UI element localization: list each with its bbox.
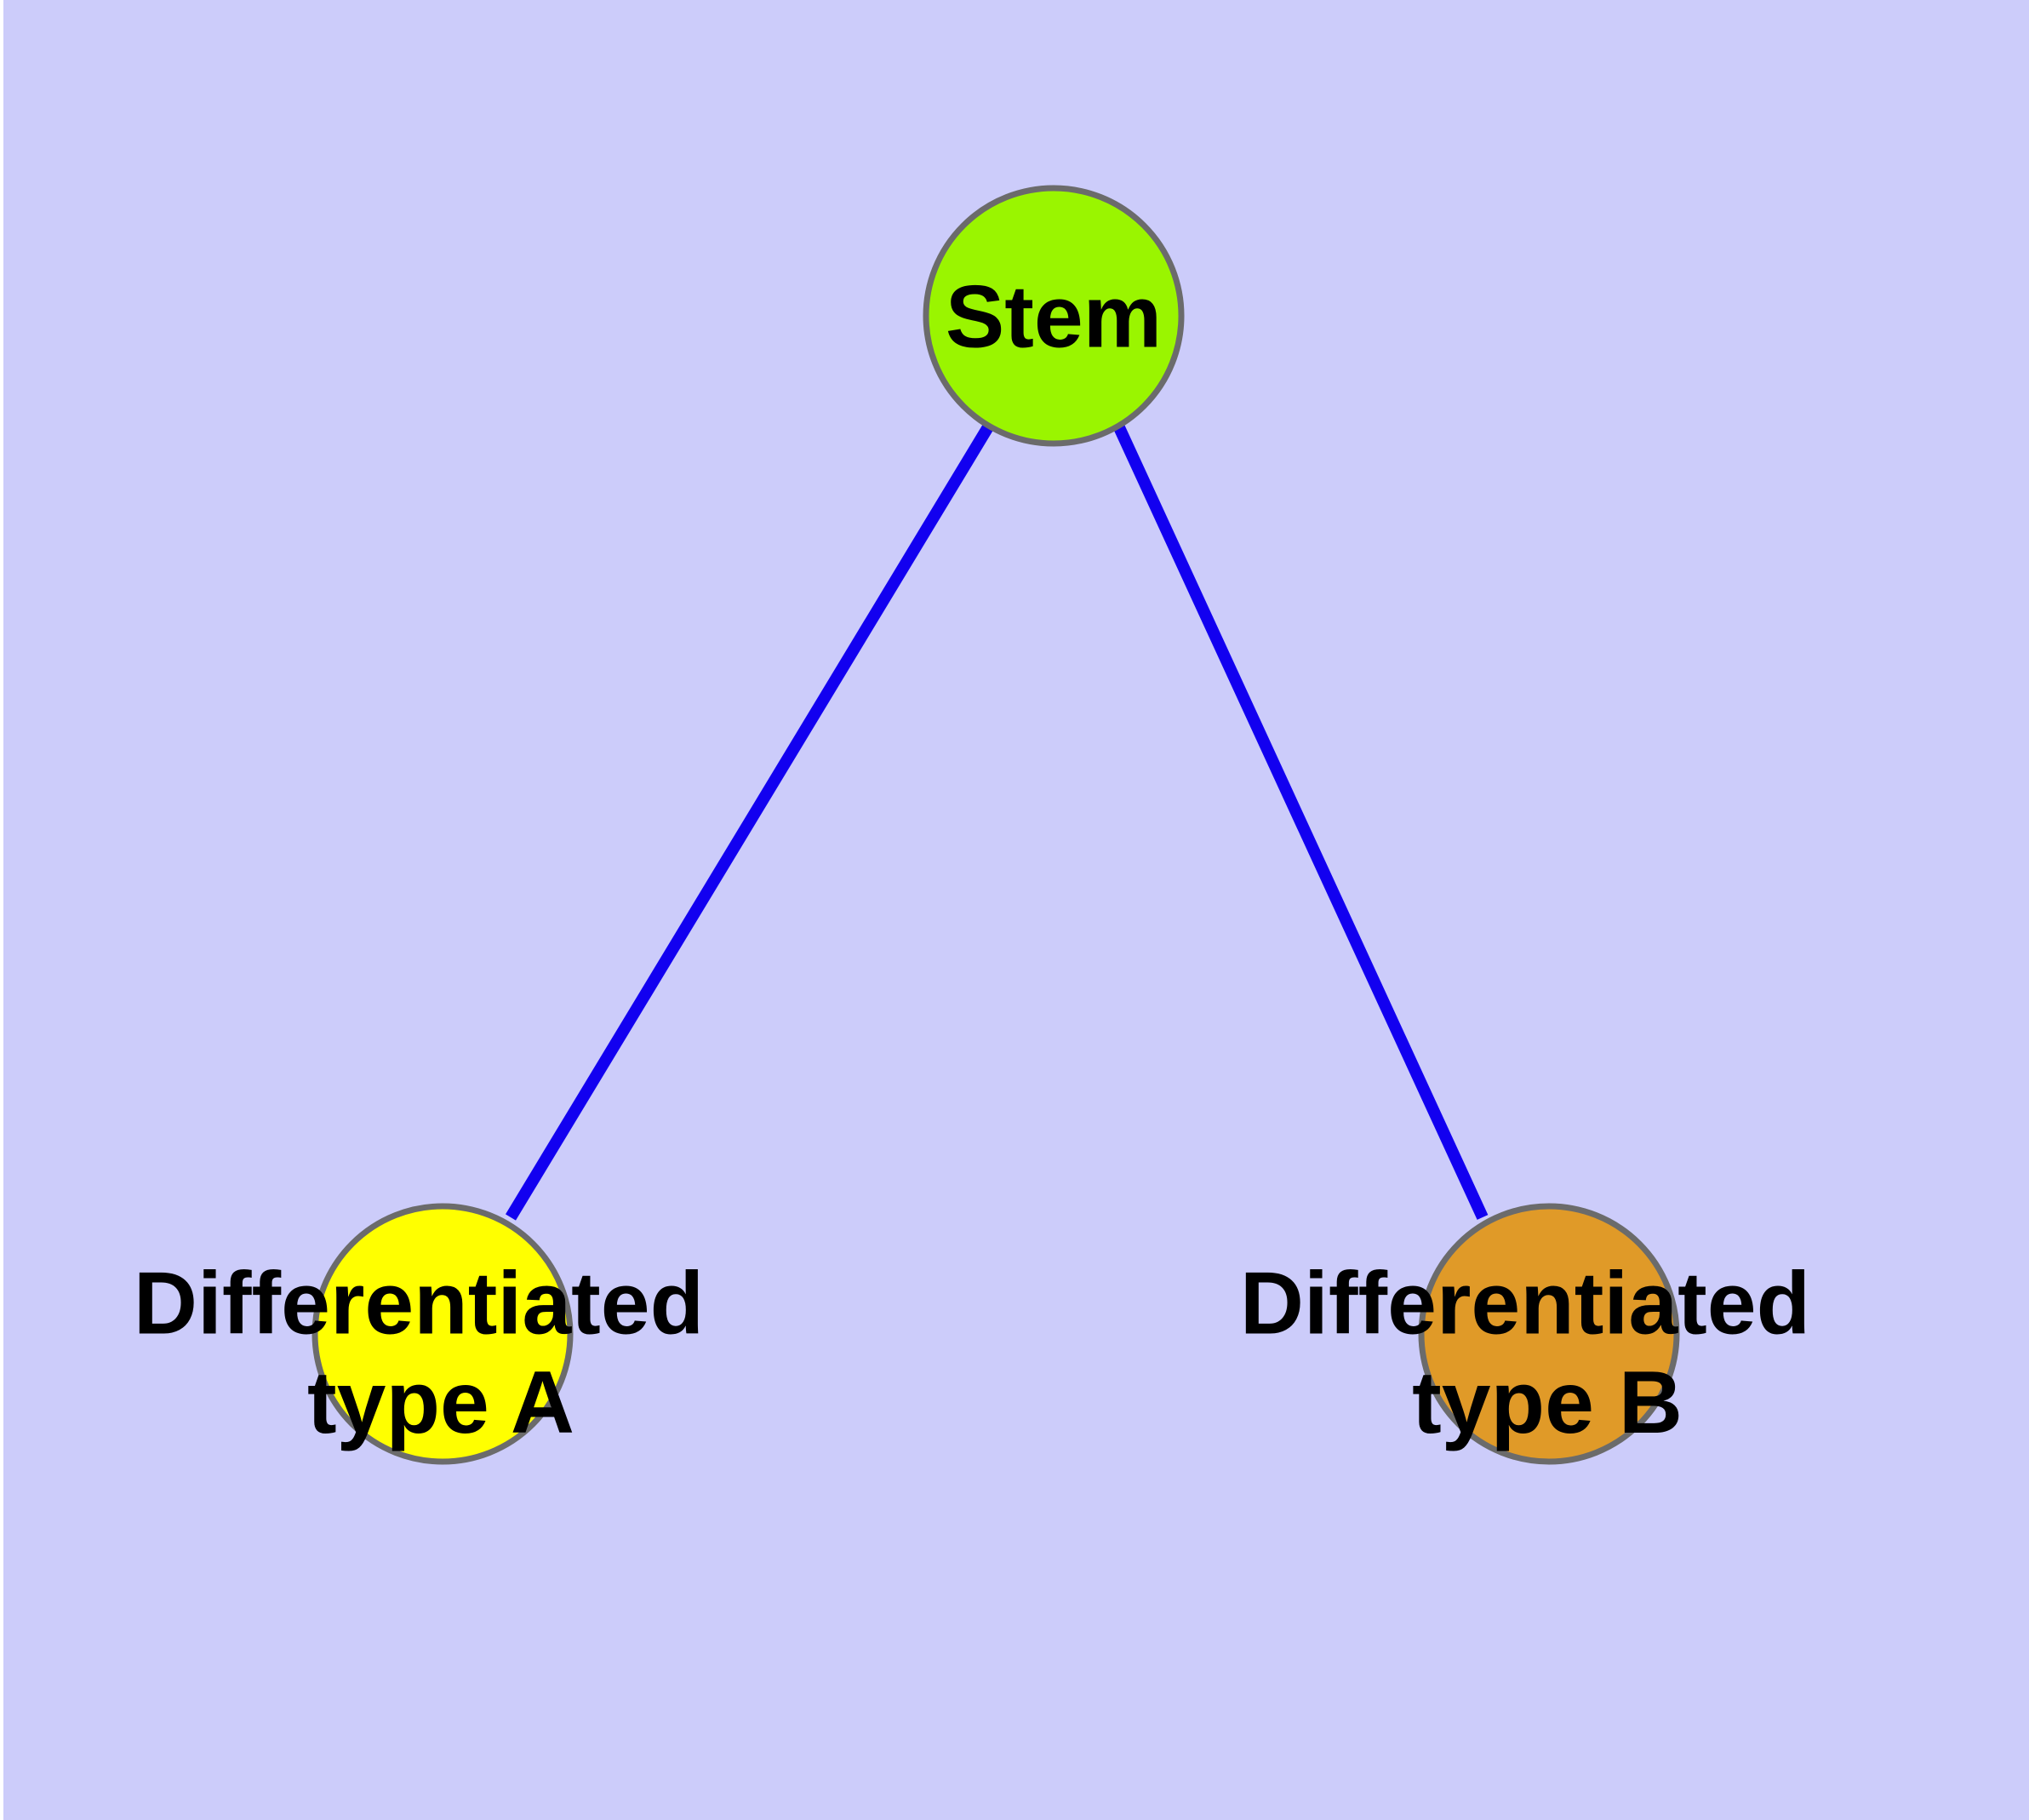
node-diff-type-a[interactable] (311, 1203, 574, 1465)
node-stem[interactable] (923, 185, 1185, 447)
edge-stem-to-a[interactable] (506, 422, 994, 1221)
label-line: type A (307, 1354, 574, 1452)
node-label-stem: Stem (946, 267, 1162, 366)
nodes-layer (311, 185, 1680, 1465)
edges-layer (506, 422, 1489, 1221)
label-line: Differentiated (134, 1254, 704, 1353)
edge-stem-to-b[interactable] (1112, 423, 1489, 1220)
node-diff-type-b[interactable] (1418, 1203, 1680, 1465)
label-line: Stem (946, 267, 1162, 366)
label-line: Differentiated (1240, 1254, 1810, 1353)
label-line: type B (1412, 1354, 1683, 1452)
